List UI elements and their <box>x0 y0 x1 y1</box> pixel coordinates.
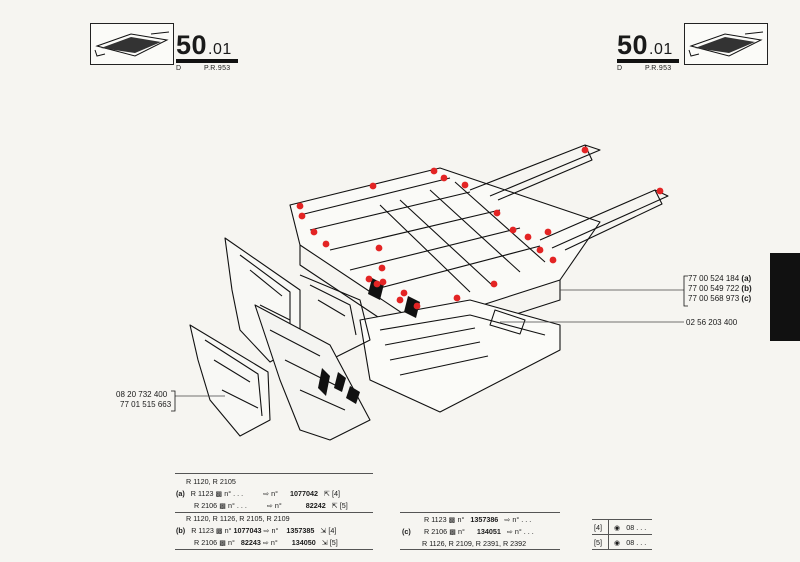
serial-prefix: n° . . . <box>224 489 244 498</box>
applicability-code: ⇲ [4] <box>320 526 337 535</box>
table-left-top-rule <box>175 473 373 474</box>
note-value: 08 . . . <box>626 523 647 532</box>
header-thumbnail-right <box>684 23 768 65</box>
model-code: R 2106 <box>194 501 218 510</box>
variant-label: (c) <box>402 527 411 536</box>
model-code: R 1123 <box>191 526 214 535</box>
serial-number: 1077042 <box>290 489 318 498</box>
serial-arrow: ⇨ n° . . . <box>506 527 534 536</box>
section-main: 50 <box>617 30 649 60</box>
model-code: R 2106 <box>194 538 218 547</box>
table-mid-row-2: (c) R 2106 ▩ n° 134051 ⇨ n° . . . <box>402 527 534 536</box>
eye-icon: ◉ <box>614 538 621 547</box>
serial-prefix: n° <box>224 526 232 535</box>
header-letter-left: D <box>176 65 182 72</box>
table-right-divider <box>608 519 609 549</box>
serial-to: 134050 <box>291 538 316 547</box>
model-code: R 1123 <box>424 515 447 524</box>
thumbnail-floor-diagram <box>94 31 170 57</box>
header-code-left: P.R.953 <box>204 65 231 72</box>
section-sub: .01 <box>649 41 673 58</box>
serial-arrow: ⇨ n° <box>263 489 279 498</box>
serial-from: 1077043 <box>233 526 262 535</box>
serial-arrow: ⇨ n° <box>262 538 278 547</box>
section-number-right: 50.01 <box>617 30 673 61</box>
section-number-left: 50.01 <box>176 30 232 61</box>
header-rule-right <box>617 59 679 63</box>
serial-arrow: ⇨ n° . . . <box>504 515 532 524</box>
table-left-row-3: R 2106 ▩ n° . . . ⇨ n° 82242 ⇱ [5] <box>176 501 348 510</box>
serial-to: 1357385 <box>286 526 315 535</box>
chassis-icon: ▩ <box>215 526 223 535</box>
header-rule-left <box>176 59 238 63</box>
bracket-right <box>683 275 688 307</box>
serial-number: 82242 <box>305 501 326 510</box>
table-right-row-1: [4] ◉ 08 . . . <box>594 523 646 532</box>
chassis-icon: ▩ <box>219 501 226 510</box>
serial-prefix: n° <box>457 527 465 536</box>
table-right-mid-rule <box>592 534 652 535</box>
table-left-mid-rule <box>175 512 373 513</box>
table-right-top-rule <box>592 519 652 520</box>
table-left-bottom-rule <box>175 549 373 550</box>
model-code: R 2106 <box>424 527 448 536</box>
serial-from: 1357386 <box>470 515 499 524</box>
header-code-right: P.R.953 <box>645 65 672 72</box>
chassis-icon: ▩ <box>215 489 223 498</box>
serial-prefix: n° <box>227 538 235 547</box>
section-main: 50 <box>176 30 208 60</box>
serial-prefix: n° . . . <box>227 501 247 510</box>
table-mid-bottom-rule <box>400 549 560 550</box>
chassis-icon: ▩ <box>219 538 226 547</box>
table-right-row-2: [5] ◉ 08 . . . <box>594 538 646 547</box>
part-ref-center: 02 56 203 400 <box>686 318 738 327</box>
serial-from: 82243 <box>240 538 261 547</box>
variant-code: (b) <box>741 284 752 293</box>
part-ref-left-2: 77 01 515 663 <box>120 400 172 409</box>
applicability-code: ⇱ [4] <box>324 489 341 498</box>
page-edge-tab <box>770 253 800 341</box>
part-number: 77 00 524 184 <box>688 274 740 283</box>
serial-arrow: ⇨ n° <box>263 526 279 535</box>
table-left-row-4: R 1120, R 1126, R 2105, R 2109 <box>186 514 290 523</box>
variant-code: (c) <box>741 294 752 303</box>
serial-arrow: ⇨ n° <box>266 501 282 510</box>
header-letter-right: D <box>617 65 623 72</box>
serial-prefix: n° <box>457 515 465 524</box>
table-mid-row-3: R 1126, R 2109, R 2391, R 2392 <box>422 539 527 548</box>
thumbnail-floor-diagram <box>688 31 764 57</box>
table-mid-top-rule <box>400 512 560 513</box>
table-mid-row-1: R 1123 ▩ n° 1357386 ⇨ n° . . . <box>402 515 531 524</box>
part-ref-b: 77 00 549 722 (b) <box>688 284 752 294</box>
table-left-row-2: (a) R 1123 ▩ n° . . . ⇨ n° 1077042 ⇱ [4] <box>176 489 340 498</box>
chassis-icon: ▩ <box>448 515 456 524</box>
part-ref-c: 77 00 568 973 (c) <box>688 294 751 304</box>
table-left-row-5: (b) R 1123 ▩ n° 1077043 ⇨ n° 1357385 ⇲ [… <box>176 526 336 535</box>
bracket-left <box>171 390 176 412</box>
eye-icon: ◉ <box>614 523 621 532</box>
note-value: 08 . . . <box>626 538 647 547</box>
applicability-code: ⇲ [5] <box>321 538 338 547</box>
table-left-row-6: R 2106 ▩ n° 82243 ⇨ n° 134050 ⇲ [5] <box>176 538 338 547</box>
part-ref-a: 77 00 524 184 (a) <box>688 274 751 284</box>
model-code: R 1123 <box>190 489 214 498</box>
applicability-code: ⇱ [5] <box>331 501 348 510</box>
table-right-bottom-rule <box>592 549 652 550</box>
serial-from: 134051 <box>476 527 501 536</box>
header-thumbnail-left <box>90 23 174 65</box>
note-key: [4] <box>594 523 602 532</box>
part-ref-left-1: 08 20 732 400 <box>116 390 168 399</box>
chassis-icon: ▩ <box>449 527 456 536</box>
part-number: 77 00 568 973 <box>688 294 740 303</box>
variant-label: (a) <box>176 489 185 498</box>
variant-label: (b) <box>176 526 186 535</box>
variant-code: (a) <box>741 274 752 283</box>
table-left-row-1: R 1120, R 2105 <box>186 477 236 486</box>
part-number: 77 00 549 722 <box>688 284 740 293</box>
note-key: [5] <box>594 538 602 547</box>
section-sub: .01 <box>208 41 232 58</box>
